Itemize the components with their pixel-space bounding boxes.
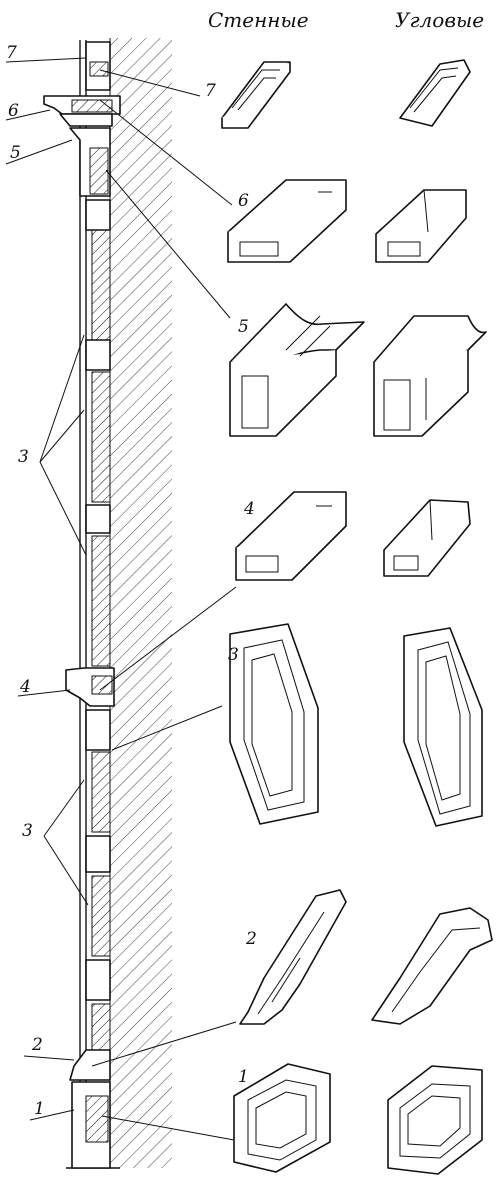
part-label-4: 4: [243, 499, 255, 519]
label-2: 2: [31, 1035, 43, 1055]
label-7: 7: [6, 43, 17, 63]
column-header-wall: Стенные: [208, 8, 309, 32]
label-4: 4: [19, 677, 31, 697]
part-label-7: 7: [205, 81, 216, 101]
part-label-6: 6: [238, 191, 249, 211]
wall-masonry: [110, 38, 172, 1168]
label-1: 1: [34, 1099, 45, 1119]
corner-block-1: [387, 1065, 483, 1175]
block-sections: [43, 41, 121, 1169]
part-label-3: 3: [228, 645, 239, 665]
wall-blocks-column: 7 6 5 4 3: [205, 61, 365, 1173]
wall-block-3: 3: [228, 623, 319, 825]
corner-block-2: [371, 907, 493, 1025]
wall-block-6: 6: [227, 179, 347, 263]
wall-block-2: 2: [239, 889, 347, 1025]
corner-block-5: [373, 315, 487, 437]
corner-block-4: [383, 499, 471, 577]
wall-section: 7 6 5 3 4 3 2 1: [5, 38, 237, 1169]
corner-blocks-column: [371, 59, 493, 1175]
corner-block-7: [399, 59, 471, 127]
wall-block-7: 7: [205, 61, 291, 129]
leader-lines: [5, 57, 237, 1141]
part-label-2: 2: [245, 929, 257, 949]
label-3-upper: 3: [18, 447, 29, 467]
column-header-corner: Угловые: [395, 8, 485, 32]
corner-block-6: [375, 189, 467, 263]
wall-block-5: 5: [229, 303, 365, 437]
label-6: 6: [8, 101, 19, 121]
wall-block-1: 1: [233, 1063, 331, 1173]
label-5: 5: [10, 143, 21, 163]
wall-block-4: 4: [235, 491, 347, 581]
label-3-lower: 3: [22, 821, 33, 841]
corner-block-3: [403, 627, 483, 827]
part-label-1: 1: [238, 1067, 249, 1087]
part-label-5: 5: [238, 317, 249, 337]
